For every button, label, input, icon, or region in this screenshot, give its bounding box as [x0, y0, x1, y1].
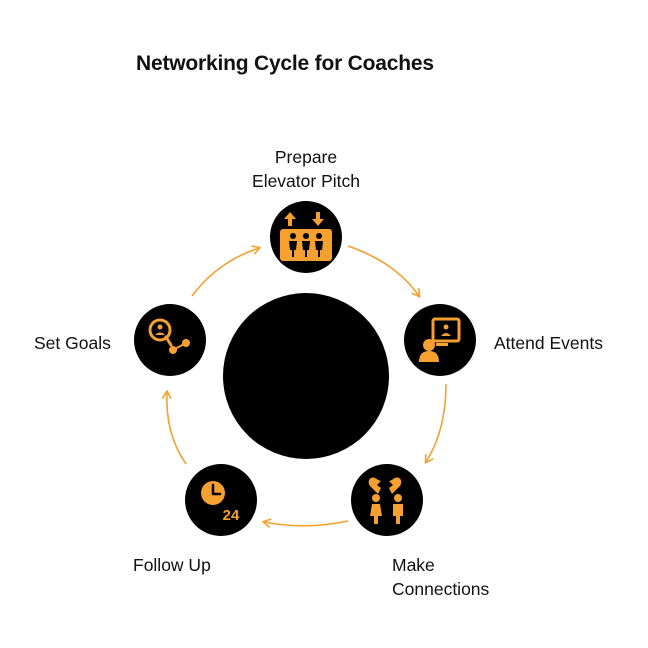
step-label-line: Set Goals	[34, 333, 111, 353]
step-label-line: Prepare	[274, 147, 338, 167]
step-label-attend: Attend Events	[494, 331, 603, 355]
step-label-line: Follow Up	[133, 555, 211, 575]
step-node-follow: 24	[185, 464, 257, 536]
step-label-prepare: Prepare Elevator Pitch	[236, 145, 376, 193]
arrow-prepare-to-attend	[347, 245, 421, 298]
arrow-make-to-follow	[262, 518, 349, 528]
step-node-attend	[404, 304, 476, 376]
broken-heart-couple-icon	[368, 477, 403, 524]
step-label-goals: Set Goals	[34, 331, 111, 355]
step-node-make	[351, 464, 423, 536]
step-label-line: Connections	[392, 579, 490, 599]
step-label-make: Make Connections	[392, 553, 489, 601]
page-title: Networking Cycle for Coaches	[136, 52, 434, 75]
clock-24-icon: 24	[201, 481, 242, 524]
arrow-follow-to-goals	[161, 390, 187, 465]
arrow-goals-to-prepare	[191, 245, 261, 297]
step-label-follow: Follow Up	[133, 553, 211, 577]
step-label-line: Make	[392, 555, 435, 575]
step-node-goals	[134, 304, 206, 376]
center-hub	[223, 293, 389, 459]
arrow-attend-to-make	[424, 383, 447, 464]
svg-text:24: 24	[223, 507, 240, 524]
presentation-icon	[419, 317, 461, 362]
step-node-prepare	[270, 201, 342, 273]
elevator-icon	[280, 212, 332, 261]
step-label-line: Attend Events	[494, 333, 603, 353]
step-label-line: Elevator Pitch	[252, 171, 360, 191]
search-network-icon	[148, 318, 190, 354]
